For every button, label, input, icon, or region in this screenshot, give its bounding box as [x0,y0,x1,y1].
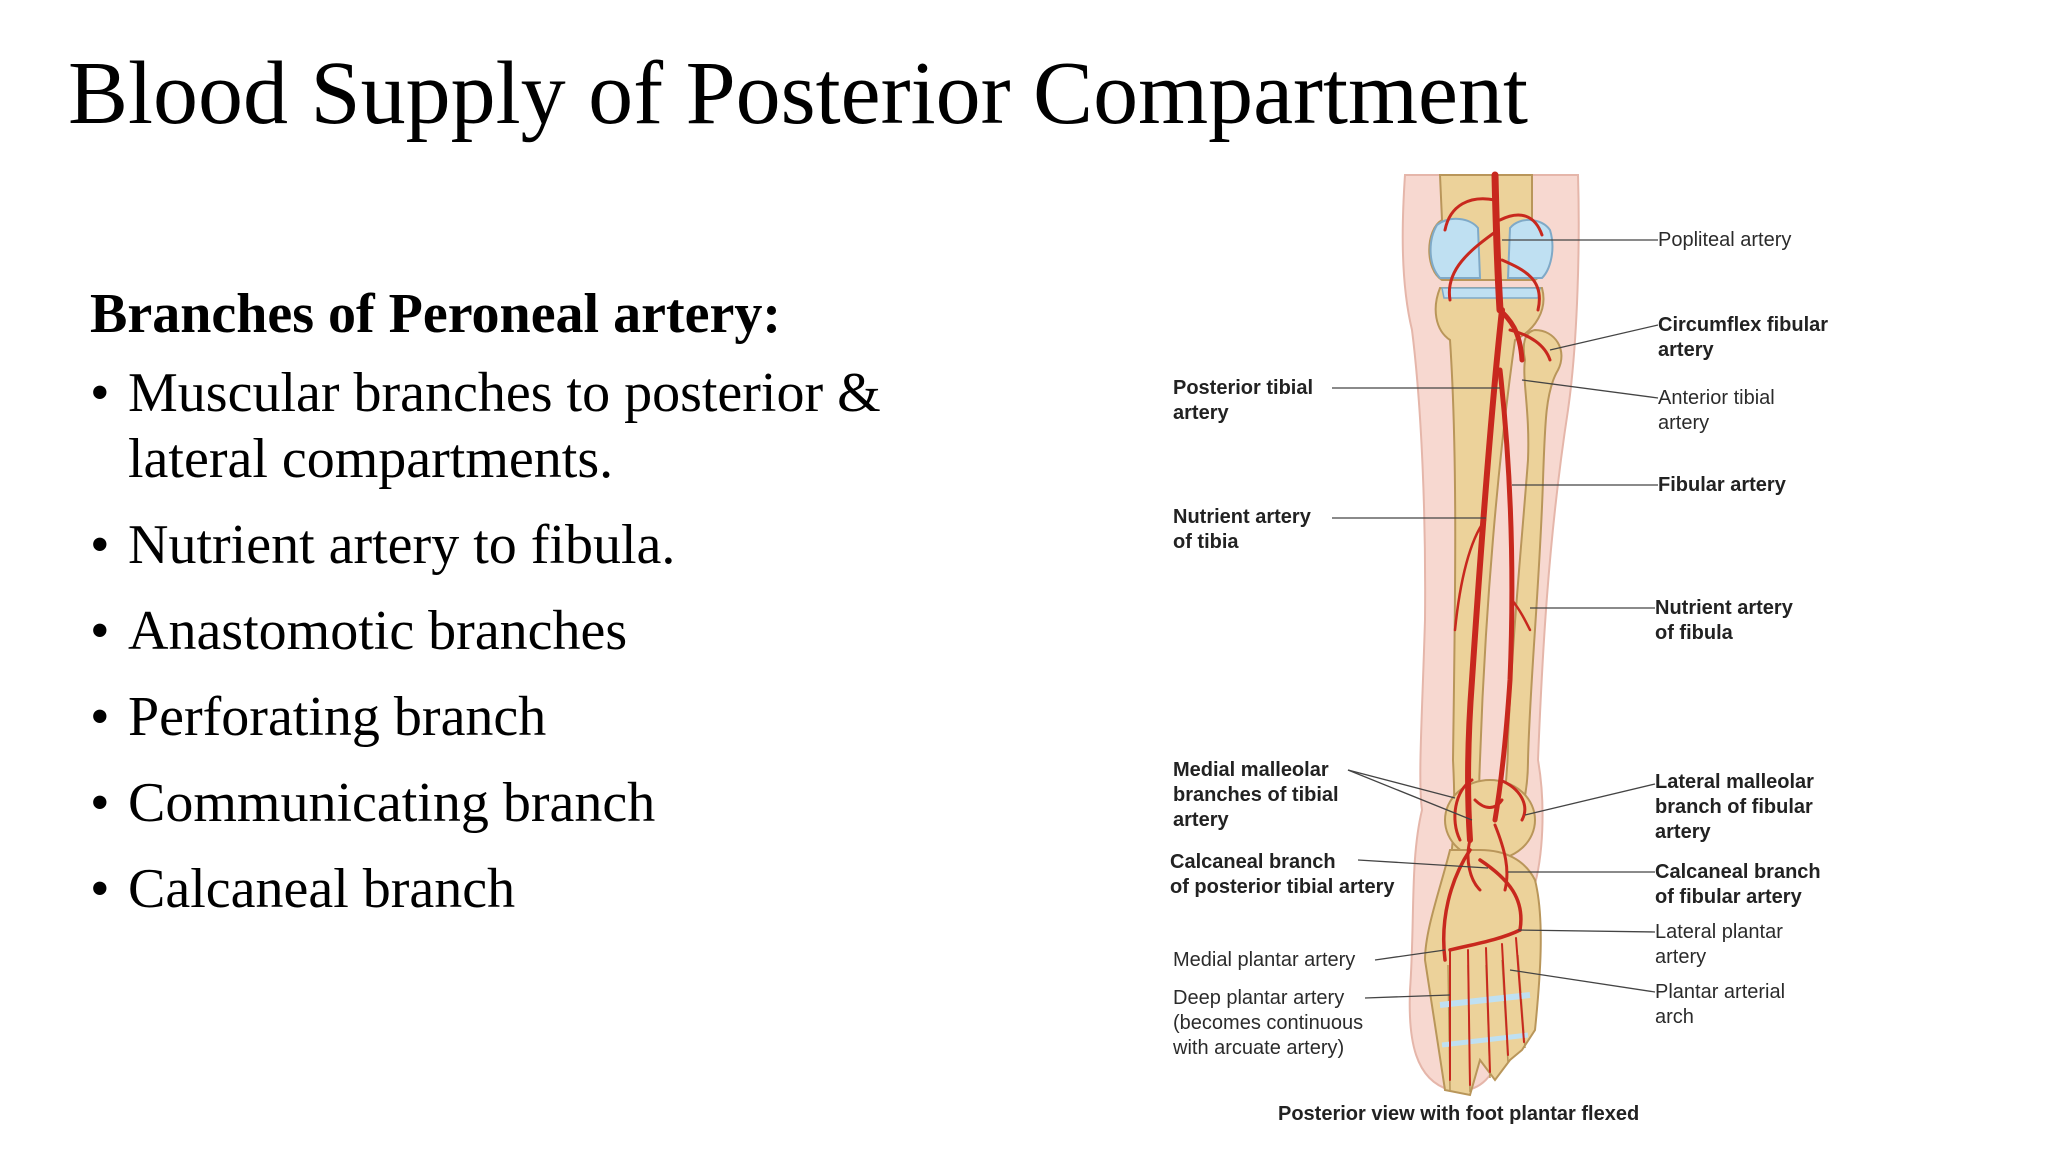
label-nutrient-artery-fibula: Nutrient artery of fibula [1655,597,1793,644]
medial-malleolar-branch [1453,778,1474,842]
label-deep-plantar-artery: Deep plantar artery (becomes continuous … [1173,987,1364,1059]
circumflex-fibular-artery [1508,328,1552,362]
bullet-item: Muscular branches to posterior & lateral… [90,360,990,492]
joint-cartilage [1439,992,1531,1008]
leg-illustration [1332,171,1659,1097]
fibular-artery [1492,367,1515,823]
bullet-item: Anastomotic branches [90,598,990,664]
communicating-branch [1473,798,1504,809]
genicular-branch [1447,228,1500,302]
label-lateral-malleolar-branch: Lateral malleolar branch of fibular arte… [1655,771,1814,843]
foot-bones [1423,849,1542,1097]
posterior-tibial-artery [1465,307,1505,843]
label-circumflex-fibular-artery: Circumflex fibular artery [1658,314,1829,361]
digital-artery [1515,937,1525,1043]
subheading: Branches of Peroneal artery: [90,283,781,345]
bullet-item: Calcaneal branch [90,856,990,922]
nutrient-artery-tibia [1453,518,1487,632]
label-plantar-arterial-arch: Plantar arterial arch [1655,981,1786,1028]
nutrient-artery-fibula [1510,598,1532,632]
joint-cartilage [1441,1032,1529,1048]
anatomy-figure: Popliteal artery Circumflex fibular arte… [1150,160,2040,1152]
digital-artery [1501,943,1509,1056]
tibial-cartilage [1441,287,1541,299]
content-area: Branches of Peroneal artery: Muscular br… [90,282,990,942]
digital-artery [1467,949,1471,1086]
label-calcaneal-branch-fibular: Calcaneal branch of fibular artery [1655,861,1821,908]
label-anterior-tibial-artery: Anterior tibial artery [1658,387,1775,434]
label-calcaneal-branch-tibial: Calcaneal branch of posterior tibial art… [1170,851,1395,898]
bullet-item: Nutrient artery to fibula. [90,512,990,578]
femoral-cartilage [1506,219,1554,279]
label-medial-malleolar-branches: Medial malleolar branches of tibial arte… [1173,759,1339,831]
medial-plantar-artery [1441,848,1472,962]
leader-lines [1332,239,1659,999]
label-fibular-artery: Fibular artery [1658,474,1786,496]
femoral-cartilage [1429,217,1482,279]
lateral-malleolar-branch [1498,778,1527,822]
artery-network [1441,171,1552,1086]
genicular-branch [1500,258,1541,312]
label-lateral-plantar-artery: Lateral plantar artery [1655,921,1783,968]
popliteal-artery [1491,171,1504,314]
slide-title: Blood Supply of Posterior Compartment [68,44,1528,143]
genicular-branch [1498,213,1544,237]
bullet-item: Perforating branch [90,684,990,750]
bullet-item: Communicating branch [90,770,990,836]
plantar-arch [1448,928,1522,952]
lateral-plantar-artery [1478,858,1523,932]
label-nutrient-artery-tibia: Nutrient artery of tibia [1173,506,1311,553]
digital-artery [1485,947,1491,1073]
bullet-list: Muscular branches to posterior & lateral… [90,360,990,922]
figure-caption: Posterior view with foot plantar flexed [1278,1103,1640,1125]
calcaneal-branch [1466,838,1482,892]
genicular-branch [1443,197,1497,232]
label-medial-plantar-artery: Medial plantar artery [1173,949,1356,971]
label-posterior-tibial-artery: Posterior tibial artery [1173,377,1314,424]
label-popliteal-artery: Popliteal artery [1658,229,1792,251]
